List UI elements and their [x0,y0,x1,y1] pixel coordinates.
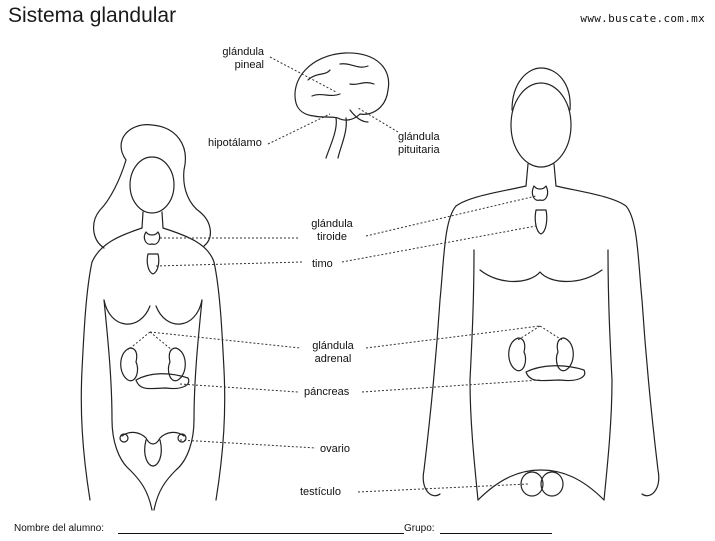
student-name-line[interactable] [118,533,404,534]
label-ovario: ovario [320,443,350,456]
label-pancreas: páncreas [304,386,349,399]
female-body [81,125,224,510]
label-hipotalamo: hipotálamo [208,137,262,150]
brain-icon [295,53,389,158]
group-label: Grupo: [404,523,435,534]
male-body [423,68,659,500]
leader-lines [128,57,562,492]
student-name-label: Nombre del alumno: [14,523,104,534]
label-testiculo: testículo [300,486,341,499]
group-line[interactable] [440,533,552,534]
label-timo: timo [312,258,333,271]
